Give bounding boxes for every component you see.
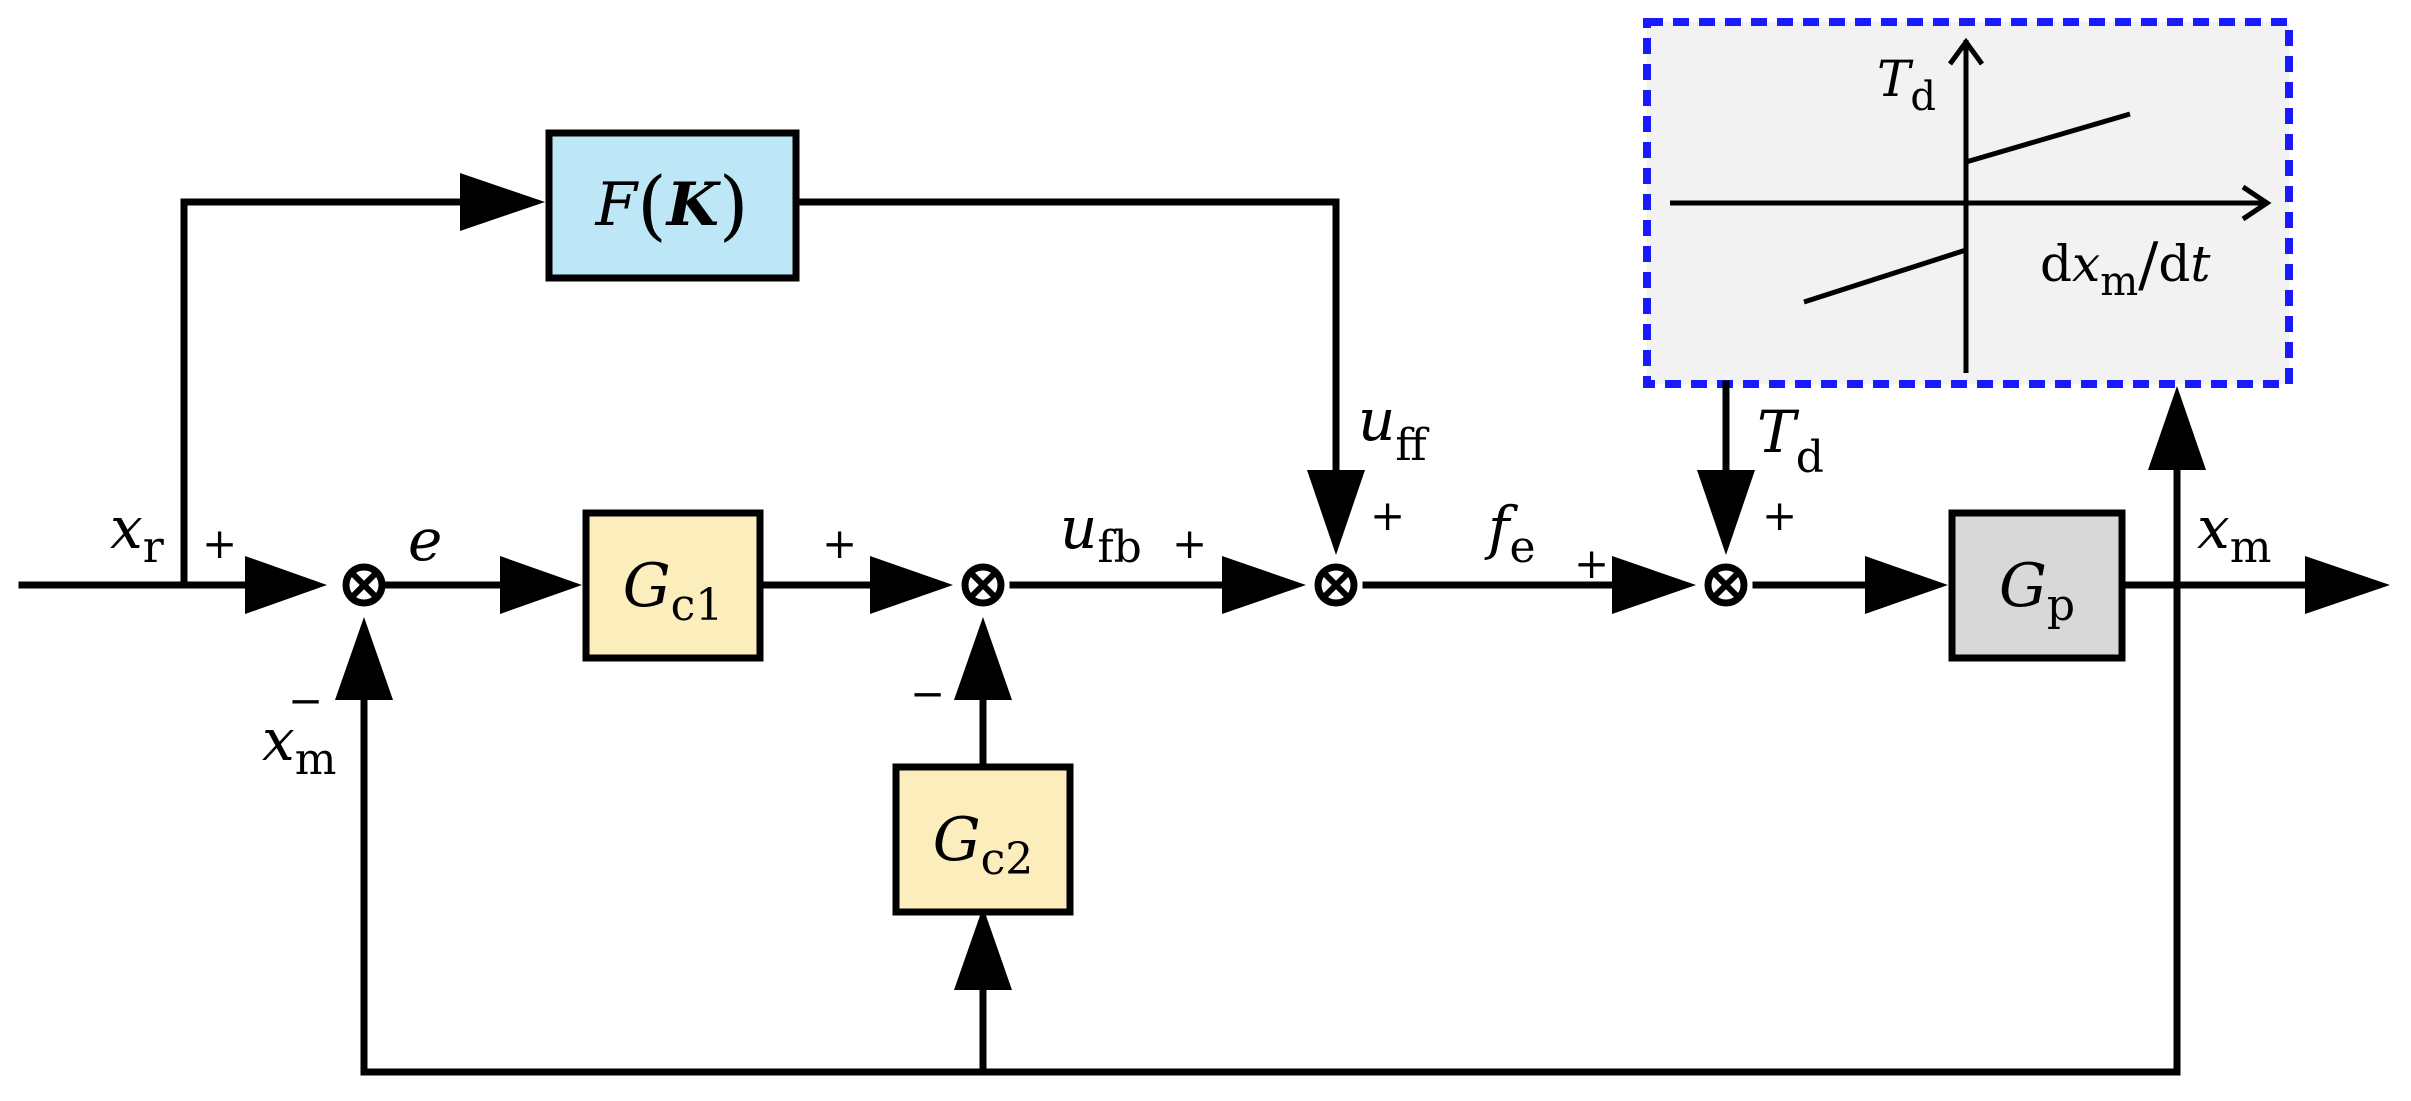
sign-sum4-td: + [1762,491,1797,540]
inset-y-axis-arrow [1947,37,1985,66]
wire-uff [792,198,1340,474]
friction-curve-positive [1965,111,2131,165]
gc1-block-label: Gc1 [623,551,724,631]
signal-td-label: Td [1757,398,1824,483]
gc2-block: Gc2 [892,763,1074,916]
plant-block-label: Gp [1999,551,2075,631]
arrow-into-sum4 [1612,556,1696,614]
arrow-into-sum3 [1222,556,1306,614]
sign-sum1-feedback: − [288,676,323,725]
gc1-block: Gc1 [582,509,764,662]
gc2-block-label: Gc2 [933,805,1034,885]
sum-junction-4 [1704,563,1748,607]
sum-junction-3 [1314,563,1358,607]
arrow-into-gc2 [954,907,1012,990]
arrow-into-ff-block [460,173,545,231]
sign-sum3-input: + [1172,519,1207,568]
inset-x-axis-label: dxm/dt [2040,230,2211,305]
inset-x-axis-arrow [2241,184,2272,222]
signal-ufb-label: ufb [1060,494,1142,573]
sum-junction-1 [342,563,386,607]
sign-sum1-input: + [202,519,237,568]
wire-feedforward-branch [180,198,464,589]
feedforward-block: F(K) [545,129,800,282]
arrow-feedback-into-sum1 [335,617,393,700]
arrow-into-gp [1865,556,1948,614]
friction-curve-negative [1803,247,1967,305]
signal-xm-feedback-label: xm [262,706,336,785]
sign-sum3-feedforward: + [1370,491,1405,540]
arrow-output [2305,556,2390,614]
sign-sum4-input: + [1574,539,1609,588]
wires [18,173,2390,1076]
arrow-td-into-sum4 [1697,470,1755,555]
signal-e-label: e [408,506,442,574]
arrow-into-sum2 [870,556,953,614]
arrow-feedback-to-inset [2148,386,2206,470]
signal-xr-label: xr [110,494,165,573]
arrow-gc2-into-sum2 [954,617,1012,700]
signal-xm-output-label: xm [2197,494,2271,573]
friction-inset: Td dxm/dt [1643,18,2293,388]
feedforward-block-label: F(K) [594,160,748,249]
arrow-into-sum1 [245,556,327,614]
inset-y-axis-label: Td [1877,50,1936,120]
sum-junction-2 [961,563,1005,607]
arrow-uff-into-sum3 [1307,470,1365,555]
arrow-into-gc1 [500,556,582,614]
plant-block: Gp [1948,509,2126,662]
signal-fe-label: fe [1484,494,1536,573]
sign-sum2-input: + [822,519,857,568]
sign-sum2-feedback: − [910,669,945,718]
signal-uff-label: uff [1358,386,1429,471]
wire-feedback-loop [360,466,2181,1076]
